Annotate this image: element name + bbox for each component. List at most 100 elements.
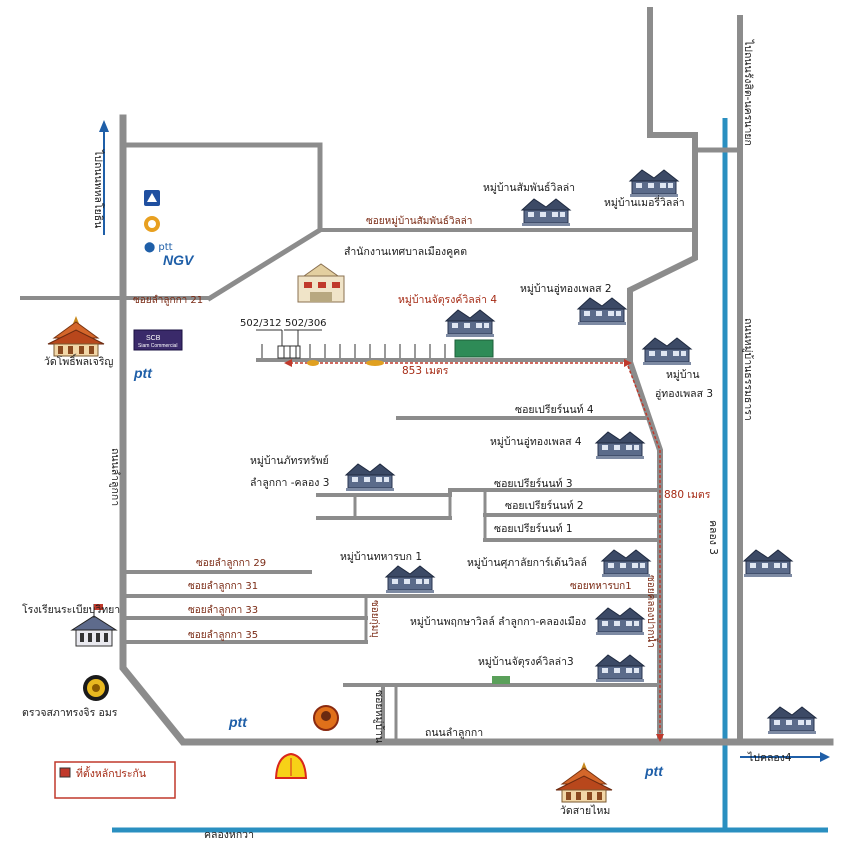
bank-icon — [144, 216, 160, 232]
map-labels: ไปถนนรังสิต-นครนายก ไปถนนพหลโยธิน ไปคลอง… — [22, 39, 792, 841]
house-icon — [601, 549, 651, 578]
house-icon — [642, 337, 692, 366]
place-label: หมู่บ้านอู่ทองเพลส 2 — [520, 283, 612, 295]
direction-label: ไปคลอง4 — [747, 751, 792, 764]
legend-label: ที่ตั้งหลักประกัน — [76, 766, 146, 780]
place-label: วัดโพธิ์พลเจริญ — [44, 353, 113, 368]
route-arrow-right — [624, 359, 632, 367]
svg-text:SCB: SCB — [146, 335, 161, 342]
place-label: หมู่บ้านจัตุรงค์วิลล่า3 — [478, 655, 574, 668]
plot-label: 502/306 — [285, 318, 327, 329]
legend-marker-icon — [59, 767, 71, 778]
house-icon — [521, 198, 571, 227]
place-label: ตรวจสภาทรงจิร อมร — [22, 707, 118, 719]
place-label: ลำลูกกา -คลอง 3 — [250, 477, 329, 489]
place-label: วัดสายไหม — [560, 804, 610, 817]
house-icon — [445, 309, 495, 338]
road-label: ซอยเปรียร์นนท์ 4 — [515, 403, 594, 416]
road-label: ซอยเปรียร์นนท์ 1 — [494, 522, 573, 535]
bank-icon — [144, 190, 160, 206]
place-label: หมู่บ้านพฤกษาวิลล์ ลำลูกกา-คลองเมือง — [410, 615, 586, 628]
road-label: ซอยเปรียร์นนท์ 3 — [494, 477, 573, 490]
destination-block-icon — [454, 339, 494, 358]
place-label: หมู่บ้านสัมพันธ์วิลล่า — [483, 181, 575, 194]
police-badge-icon — [83, 675, 109, 701]
place-label: หมู่บ้านศุภาลัยการ์เด้นวิลล์ — [467, 556, 587, 569]
road-label: ซอยทหารบก1 — [570, 581, 632, 592]
legend: ที่ตั้งหลักประกัน — [54, 761, 176, 799]
house-icon — [629, 169, 679, 198]
plot-label: 502/312 — [240, 318, 282, 329]
ngv-label: NGV — [163, 252, 195, 268]
road-label: ซอยหมู่บ้าน — [373, 690, 385, 743]
canal-lines — [112, 118, 828, 833]
ptt-logo-icon: ptt — [644, 763, 664, 779]
place-label: หมู่บ้าน — [666, 369, 700, 381]
ngv-logo-icon: ⬤ ptt NGV — [144, 242, 195, 268]
place-label: หมู่บ้านเมอรี่วิลล่า — [604, 195, 685, 209]
road-label: ถนนลำลูกกา — [109, 448, 121, 506]
shell-logo-icon — [274, 752, 308, 779]
house-icon — [767, 706, 817, 735]
distance-label: 853 เมตร — [402, 365, 449, 377]
place-label: หมู่บ้านอู่ทองเพลส 4 — [490, 436, 582, 448]
road-label: ซอยลำลูกกา 33 — [188, 605, 258, 616]
road-main — [119, 114, 834, 746]
road-label: ซอยหมู่บ้านสัมพันธ์วิลล่า — [366, 215, 472, 227]
road-label: ถนนลำลูกกา — [425, 727, 483, 739]
bank-icon: SCB Siam Commercial — [133, 329, 183, 351]
destination-label: หมู่บ้านจัตุรงค์วิลล่า 4 — [398, 293, 497, 306]
road-soi-premier3 — [316, 488, 662, 497]
route-arrow-left — [284, 359, 292, 367]
road-label: ซอยลำลูกกา 21 — [133, 295, 203, 306]
svg-text:Siam Commercial: Siam Commercial — [138, 343, 177, 349]
municipal-office-icon — [297, 263, 345, 303]
place-label: โรงเรียนระเบียบวิทยา — [22, 603, 120, 616]
route-line — [284, 359, 664, 742]
ptt-logo-icon: ptt — [228, 714, 248, 730]
road-label: ซอยลำลูกกา 35 — [188, 630, 258, 641]
legend-box — [54, 761, 176, 799]
arrow-right-icon — [740, 752, 830, 762]
direction-label: ไปถนนพหลโยธิน — [92, 149, 105, 228]
road-label: ซอยเปรียร์นนท์ 2 — [505, 499, 584, 512]
ptt-logo-icon: ptt — [133, 365, 153, 381]
road-label: ซอยลำลูกกา 31 — [188, 581, 258, 592]
house-icon — [595, 431, 645, 460]
place-label: อู่ทองเพลส 3 — [655, 388, 713, 400]
road-right-vertical — [627, 7, 698, 745]
direction-label: ไปถนนรังสิต-นครนายก — [742, 39, 755, 146]
plot-fence — [261, 344, 446, 358]
destination-block-icon — [492, 676, 510, 684]
distance-label: 880 เมตร — [664, 489, 711, 501]
route-arrow-down — [656, 734, 664, 742]
arrow-up-icon — [99, 120, 109, 235]
house-icon — [345, 463, 395, 492]
house-icon — [577, 297, 627, 326]
temple-icon — [47, 315, 105, 357]
canal-label: คลอง 3 — [707, 520, 719, 555]
temple-icon — [555, 761, 613, 803]
road-office-loop — [120, 142, 323, 302]
road-network — [20, 7, 834, 746]
place-label: หมู่บ้านทหารบก 1 — [340, 551, 422, 563]
house-icon — [385, 565, 435, 594]
house-icon — [743, 549, 793, 578]
house-icon — [595, 607, 645, 636]
road-label: ซอยลำลูกกา 29 — [196, 558, 266, 569]
place-label: สำนักงานเทศบาลเมืองคูคต — [344, 245, 467, 258]
house-icon — [595, 654, 645, 683]
road-label: ซอยกุ่มบุ — [369, 600, 380, 638]
restaurant-logo-icon — [313, 705, 339, 731]
road-label: ถนนหมู่บ้านธรรมธารา — [742, 318, 754, 421]
canal-label: คลองหกวา — [204, 829, 254, 841]
road-label: ซอยคลองปากน้ำ — [645, 575, 659, 648]
svg-text:⬤ ptt: ⬤ ptt — [144, 242, 173, 253]
marker-icon — [366, 360, 384, 366]
plot-row — [256, 329, 494, 359]
plot-marker — [277, 345, 301, 359]
place-label: หมู่บ้านภัทรทรัพย์ — [250, 454, 329, 467]
marker-icon — [307, 360, 319, 366]
